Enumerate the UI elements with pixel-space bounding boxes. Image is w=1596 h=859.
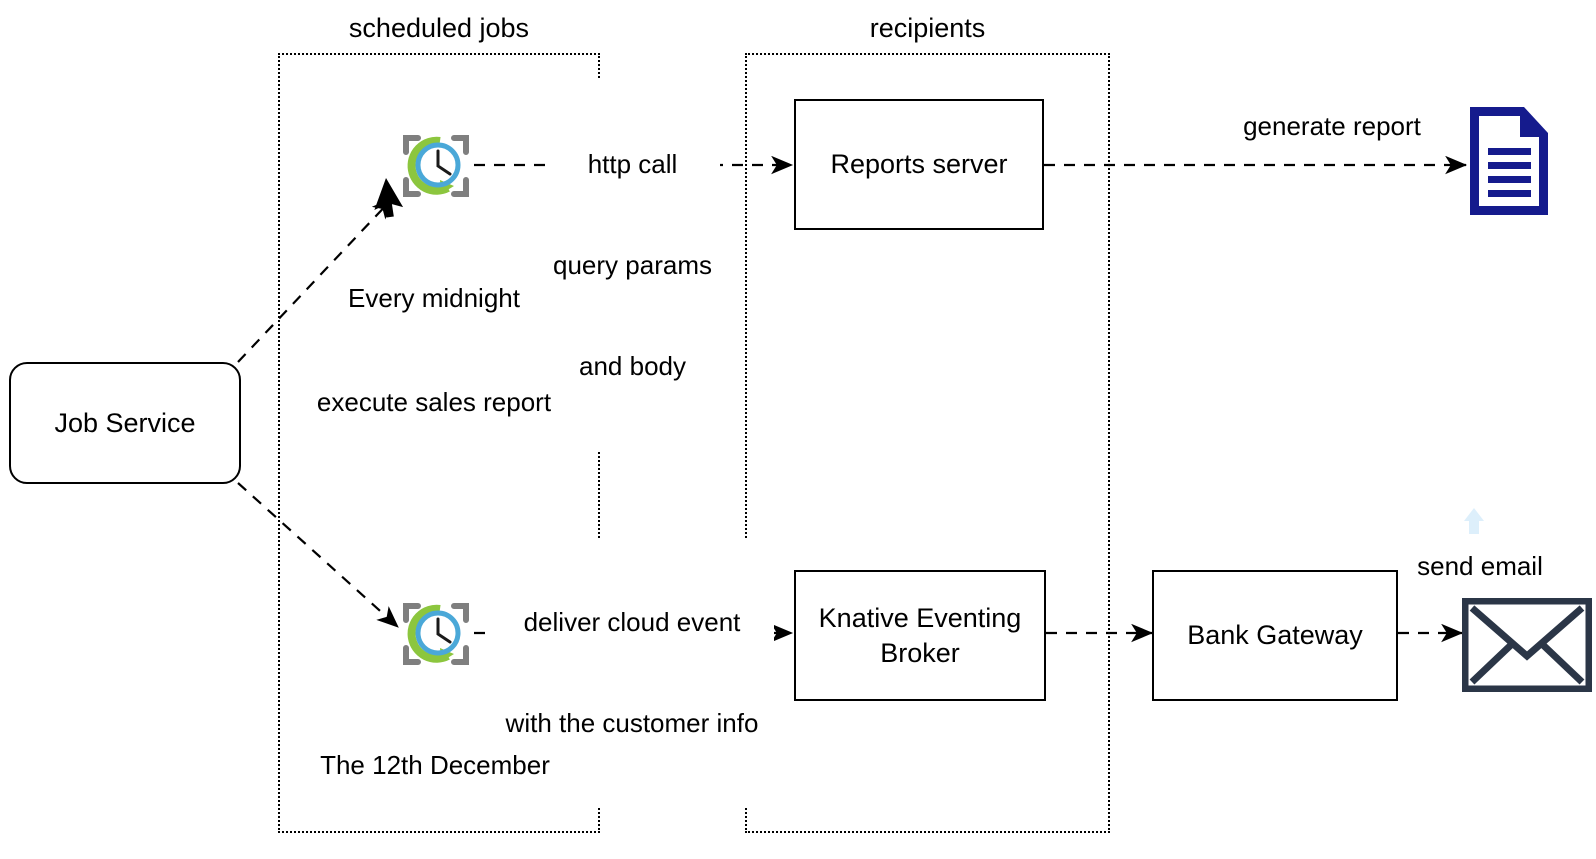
up-arrow-icon (1464, 508, 1484, 534)
group-label-recipients: recipients (869, 13, 986, 43)
edge-label-deliver-line1: deliver cloud event (523, 606, 741, 637)
annotation-midnight-job: Every midnight execute sales report (300, 212, 568, 489)
scheduled-timer-icon-bottom[interactable] (396, 598, 476, 670)
node-bank-gateway-label: Bank Gateway (1187, 620, 1363, 651)
report-document-icon[interactable] (1466, 103, 1552, 219)
edge-label-http-call-line3: and body (579, 351, 686, 382)
node-knative-broker-label-line1: Knative Eventing (818, 602, 1022, 633)
scheduled-timer-icon-top[interactable] (396, 130, 476, 202)
node-knative-eventing-broker[interactable]: Knative Eventing Broker (794, 570, 1046, 701)
edge-label-http-call: http call query params and body (545, 80, 720, 452)
annotation-birthday-line2: send birthday greetings (275, 852, 595, 859)
edge-label-deliver-line2: with the customer info (505, 707, 759, 738)
edge-label-http-call-line2: query params (553, 249, 712, 280)
node-reports-server[interactable]: Reports server (794, 99, 1044, 230)
edge-label-send-email: send email (1405, 550, 1555, 584)
group-label-scheduled-jobs: scheduled jobs (348, 13, 530, 43)
annotation-midnight-line1: Every midnight (348, 283, 520, 314)
node-job-service-label: Job Service (54, 407, 196, 438)
annotation-midnight-line2: execute sales report (316, 386, 552, 417)
annotation-birthday-line1: The 12th December (320, 750, 550, 781)
edge-label-deliver-cloud-event: deliver cloud event with the customer in… (490, 538, 774, 809)
annotation-birthday-job: The 12th December send birthday greeting… (275, 679, 595, 859)
node-bank-gateway[interactable]: Bank Gateway (1152, 570, 1398, 701)
edge-label-generate-report: generate report (1232, 110, 1432, 144)
edge-label-http-call-line1: http call (587, 148, 678, 179)
node-job-service[interactable]: Job Service (9, 362, 241, 484)
group-recipients (745, 53, 1110, 833)
node-reports-server-label: Reports server (830, 149, 1008, 180)
email-envelope-icon[interactable] (1461, 597, 1593, 693)
node-knative-broker-label-line2: Broker (880, 637, 960, 668)
